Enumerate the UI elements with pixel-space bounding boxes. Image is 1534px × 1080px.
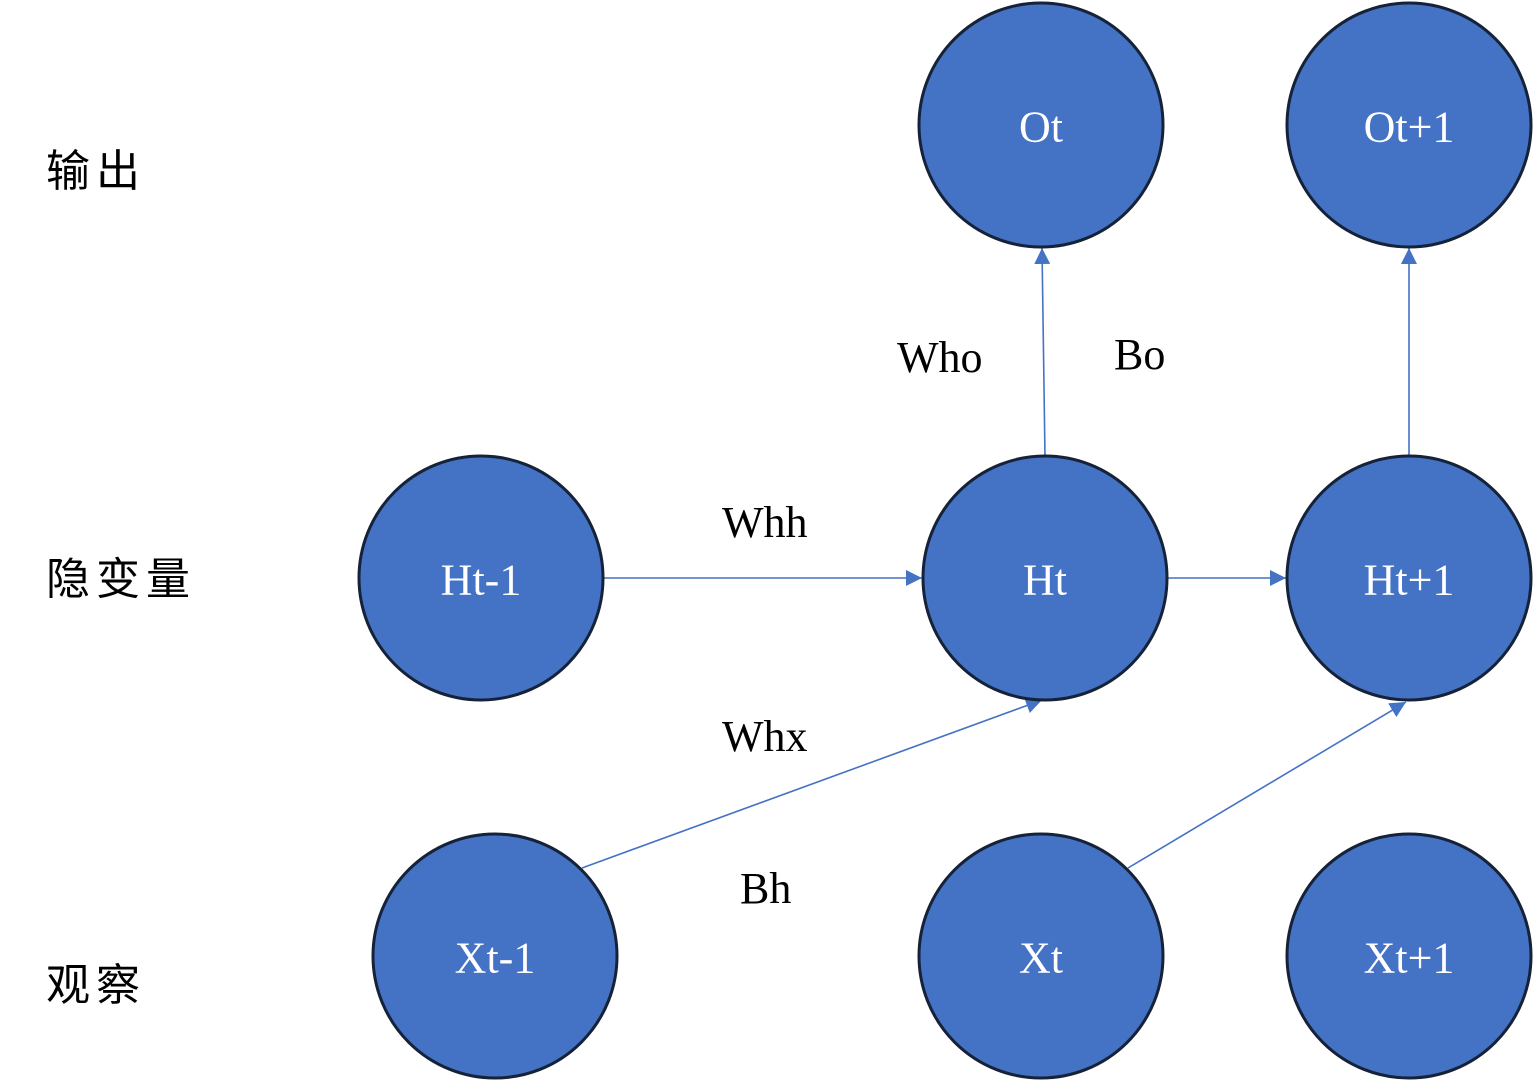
node-ht1: Ht+1 <box>1285 454 1533 702</box>
edges-group <box>581 247 1417 869</box>
node-ot: Ot <box>917 1 1165 249</box>
node-xt1: Xt+1 <box>1285 832 1533 1080</box>
edge-label-bh: Bh <box>740 864 791 913</box>
node-htm1: Ht-1 <box>357 454 605 702</box>
row-label-hidden: 隐变量 <box>46 554 196 605</box>
node-ot1: Ot+1 <box>1285 1 1533 249</box>
node-label-ot: Ot <box>1019 103 1063 152</box>
row-label-output: 输出 <box>46 146 146 197</box>
node-xtm1: Xt-1 <box>371 832 619 1080</box>
node-label-xt: Xt <box>1019 934 1063 983</box>
node-label-htm1: Ht-1 <box>441 556 522 605</box>
node-label-ht1: Ht+1 <box>1364 556 1455 605</box>
edge-label-bo: Bo <box>1114 330 1165 379</box>
node-ht: Ht <box>921 454 1169 702</box>
node-label-ht: Ht <box>1023 556 1067 605</box>
node-xt: Xt <box>917 832 1165 1080</box>
edge-label-who: Who <box>897 333 983 382</box>
node-label-ot1: Ot+1 <box>1364 103 1455 152</box>
edge-xtm1-to-ht <box>581 697 1043 869</box>
row-label-observe: 观察 <box>46 960 146 1011</box>
edge-xt-to-ht1 <box>1127 701 1407 869</box>
node-label-xt1: Xt+1 <box>1364 934 1455 983</box>
edge-label-whx: Whx <box>722 712 808 761</box>
edge-label-whh: Whh <box>722 498 808 547</box>
edge-ht-to-ot <box>1034 247 1051 457</box>
node-label-xtm1: Xt-1 <box>455 934 536 983</box>
